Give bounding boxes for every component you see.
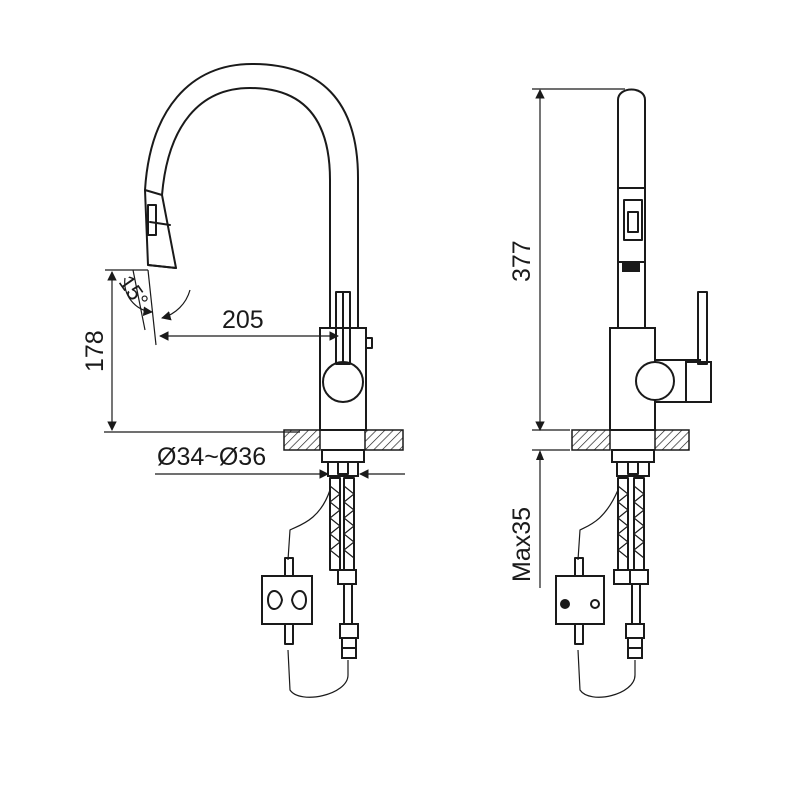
mounting-assembly-left: Ø34~Ø36	[155, 443, 405, 479]
spray-head-side	[144, 189, 177, 269]
spout-front	[617, 88, 646, 329]
side-view: 15° 205 178 Ø34~Ø36	[81, 63, 405, 698]
base-height-dimension: 178	[81, 271, 300, 433]
total-height-dimension: 377	[508, 88, 625, 431]
control-box-left	[261, 489, 331, 645]
reach-label: 205	[222, 306, 264, 334]
counter-thickness-dimension: Max35	[508, 449, 570, 588]
mounting-assembly-right	[611, 449, 655, 477]
total-height-label: 377	[508, 240, 536, 282]
reach-dimension: 205	[159, 306, 339, 341]
spray-angle-label: 15°	[114, 271, 154, 313]
faucet-body-side	[319, 291, 373, 431]
faucet-body-front	[609, 291, 712, 431]
countertop-right	[571, 429, 690, 451]
hoses-left	[287, 477, 359, 698]
front-view: 377 Max35	[508, 88, 712, 698]
max-thickness-label: Max35	[508, 507, 536, 582]
hole-diameter-label: Ø34~Ø36	[157, 443, 266, 471]
spray-angle-indicator: 15°	[105, 269, 191, 346]
control-box-right	[555, 489, 619, 645]
spout-side	[144, 63, 359, 329]
base-height-label: 178	[81, 330, 109, 372]
hoses-right	[577, 477, 649, 698]
countertop-left	[283, 429, 404, 451]
